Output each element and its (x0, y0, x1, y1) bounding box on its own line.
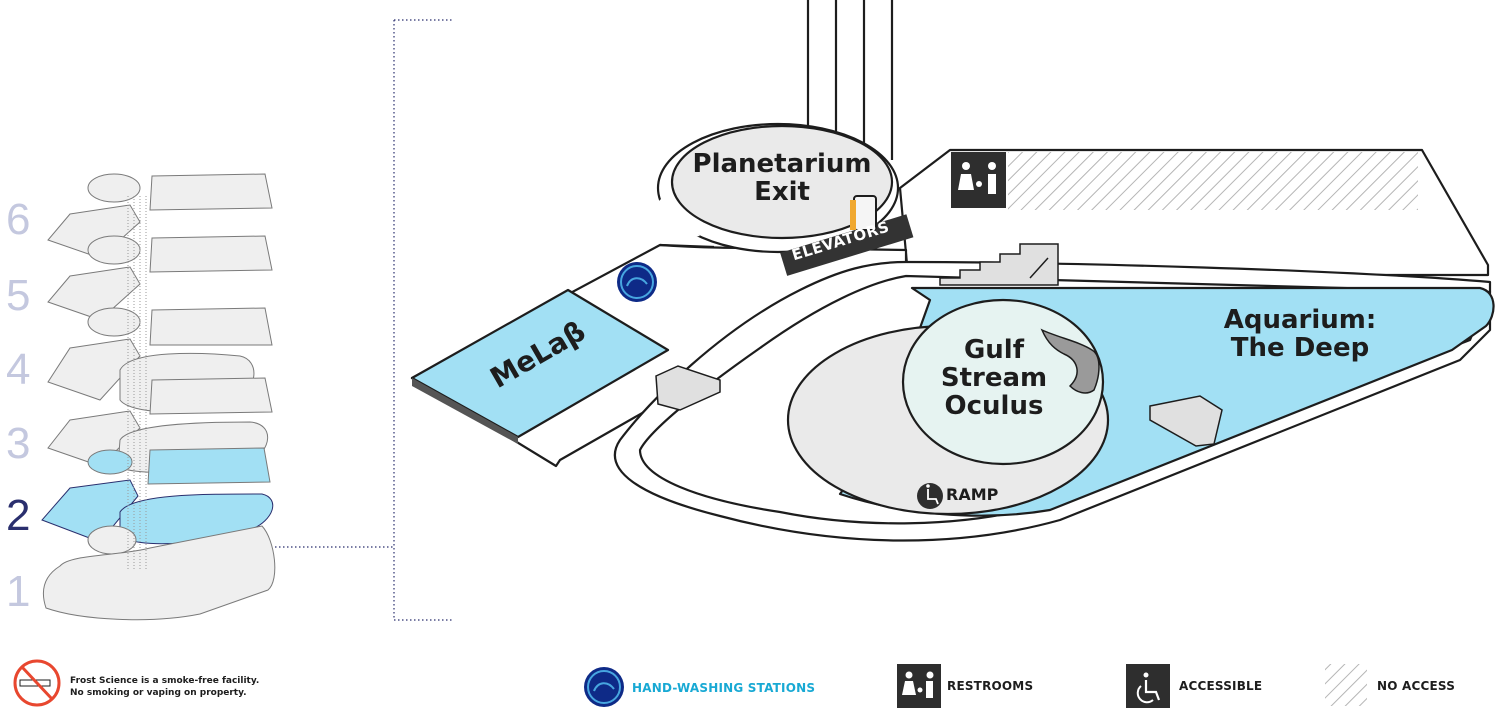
smoke-free-notice: Frost Science is a smoke-free facility. … (70, 675, 290, 699)
floor-2-plan (41, 447, 274, 545)
floor-1-plan (42, 525, 276, 621)
hand-washing-legend-icon (584, 667, 624, 707)
restroom-legend-icon (897, 664, 941, 708)
no-access-legend-label: NO ACCESS (1377, 679, 1456, 693)
accessible-icon (917, 483, 943, 509)
planetarium-exit-label: Planetarium Exit (692, 149, 872, 208)
ramp-label: RAMP (946, 485, 999, 504)
accessible-legend-icon (1126, 664, 1170, 708)
floor-number-1[interactable]: 1 (6, 567, 31, 616)
elevators-label-plaque (780, 214, 914, 276)
restrooms-legend-label: RESTROOMS (947, 679, 1034, 693)
gulf-stream-oculus-label: Gulf Stream Oculus (940, 335, 1048, 422)
floor-connector (275, 19, 452, 621)
floor-number-5[interactable]: 5 (6, 271, 31, 320)
fish-silhouette-icon (1040, 328, 1100, 394)
floor-number-6[interactable]: 6 (6, 195, 31, 244)
hand-washing-icon (617, 262, 657, 302)
floor-number-3[interactable]: 3 (6, 419, 31, 468)
accessible-legend-label: ACCESSIBLE (1179, 679, 1263, 693)
no-access-zone (1008, 152, 1418, 210)
aquarium-the-deep-label: Aquarium: The Deep (1223, 305, 1377, 364)
restroom-icon (951, 152, 1006, 208)
escalator-icon (655, 365, 1223, 447)
floor-6-plan (47, 173, 273, 259)
floor-stack (41, 173, 276, 621)
floor-number-2[interactable]: 2 (6, 491, 31, 540)
smoke-free-line-1: Frost Science is a smoke-free facility. (70, 676, 260, 686)
floor-5-plan (47, 235, 273, 321)
hand-washing-legend-label: HAND-WASHING STATIONS (632, 681, 816, 695)
smoke-free-line-2: No smoking or vaping on property. (70, 688, 247, 699)
legend-graphics (13, 659, 1367, 708)
no-access-legend-icon (1325, 664, 1367, 706)
no-smoking-icon (13, 659, 61, 707)
floor-number-4[interactable]: 4 (6, 345, 31, 394)
main-floor-plan (410, 0, 1495, 542)
planetarium-inner (670, 124, 894, 240)
stairs-icon (939, 243, 1059, 286)
